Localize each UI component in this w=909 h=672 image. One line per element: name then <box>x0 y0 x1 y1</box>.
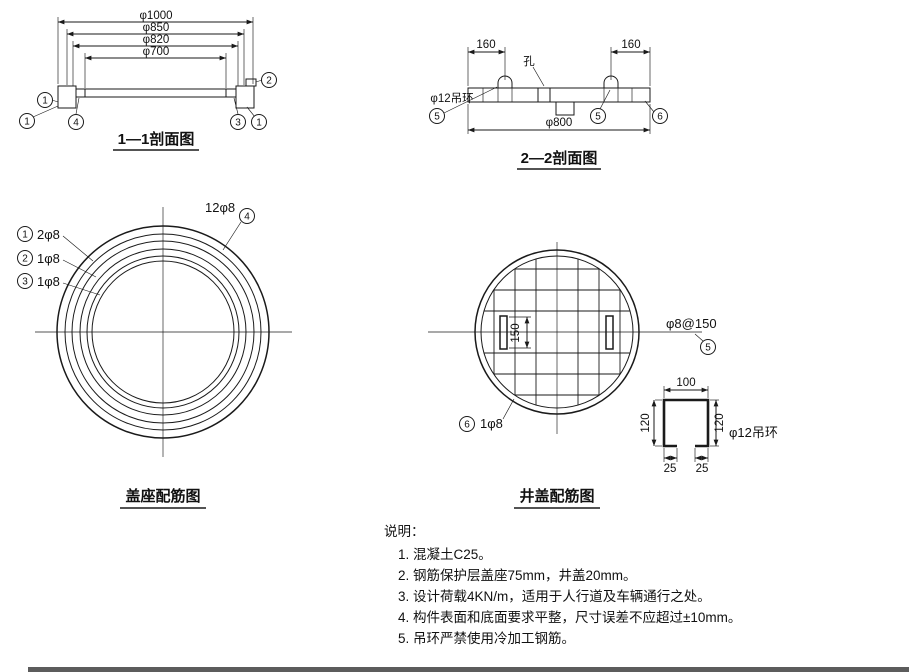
callout-rebar-4: 4 <box>239 208 255 224</box>
scan-edge-strip <box>28 667 909 672</box>
callout-rebar-3: 3 <box>230 114 246 130</box>
callout-rebar-5: 5 <box>700 339 716 355</box>
mesh-leader-line <box>694 333 704 342</box>
callout-number: 1 <box>22 230 28 241</box>
lifting-ring-label: φ12吊环 <box>430 92 473 105</box>
callout-rebar-5: 5 <box>429 108 445 124</box>
seat-plan-leader-lines <box>62 221 242 296</box>
callout-number: 6 <box>657 112 663 123</box>
dim-phi850: φ850 <box>143 22 170 34</box>
mesh-label: φ8@150 <box>666 316 717 331</box>
section-1-1-dimension-lines <box>57 17 254 88</box>
cover-inner-circle <box>480 255 634 409</box>
seat-plan-view: 1 2φ8 2 1φ8 3 1φ8 12φ8 4 盖座配筋图 <box>17 200 292 509</box>
seat-ring-3-label: 1φ8 <box>37 274 60 289</box>
cover-plan-view: 150 φ8@150 5 6 1φ8 井盖配筋图 <box>428 242 717 509</box>
seat-ring-1-label: 2φ8 <box>37 227 60 242</box>
callout-rebar-1: 1 <box>37 92 53 108</box>
dim-phi700: φ700 <box>143 46 170 58</box>
section-2-2-body-linework <box>467 75 651 116</box>
callout-rebar-2: 2 <box>17 250 33 266</box>
lifting-ring-plan-left <box>499 315 508 350</box>
note-item-3: 3. 设计荷载4KN/m，适用于人行道及车辆通行之处。 <box>398 588 711 604</box>
lifting-ring-detail-label: φ12吊环 <box>729 425 778 440</box>
notes-block: 说明： 1. 混凝土C25。 2. 钢筋保护层盖座75mm，井盖20mm。 3.… <box>384 524 741 646</box>
section-2-2-view: 160 160 φ800 孔 φ12吊环 5 <box>429 39 668 170</box>
dim-120-left: 120 <box>640 413 652 432</box>
cover-plan-title: 井盖配筋图 <box>519 487 594 505</box>
callout-number: 1 <box>256 118 262 129</box>
callout-rebar-4: 4 <box>68 114 84 130</box>
callout-rebar-3: 3 <box>17 273 33 289</box>
lifting-ring-shape <box>662 398 710 448</box>
section-2-2-dimension-lines <box>467 47 651 134</box>
dim-phi800: φ800 <box>546 117 573 129</box>
dim-phi1000: φ1000 <box>139 10 172 22</box>
cover-outer-circle <box>474 249 640 415</box>
dim-100: 100 <box>676 377 695 389</box>
callout-rebar-1: 1 <box>251 114 267 130</box>
callout-number: 6 <box>464 420 470 431</box>
note-item-1: 1. 混凝土C25。 <box>398 547 492 562</box>
section-1-1-title: 1—1剖面图 <box>118 130 195 148</box>
callout-rebar-1: 1 <box>19 113 35 129</box>
callout-rebar-6: 6 <box>459 416 475 432</box>
dim-160-right: 160 <box>621 39 640 51</box>
section-2-2-leader-lines <box>443 66 655 114</box>
section-1-1-body-linework <box>57 78 257 109</box>
edge-bar-leader-line <box>502 398 515 420</box>
dim-phi820: φ820 <box>143 34 170 46</box>
callout-number: 5 <box>595 112 601 123</box>
section-2-2-title: 2—2剖面图 <box>521 149 598 167</box>
edge-bar-label: 1φ8 <box>480 416 503 431</box>
lifting-ring-dimensions <box>651 386 719 462</box>
callout-number: 1 <box>42 96 48 107</box>
seat-ring-2-label: 1φ8 <box>37 251 60 266</box>
dim-25-right: 25 <box>696 463 709 475</box>
seat-plan-title: 盖座配筋图 <box>125 487 200 505</box>
callout-number: 4 <box>244 212 250 223</box>
callout-number: 3 <box>22 277 28 288</box>
callout-rebar-6: 6 <box>652 108 668 124</box>
callout-number: 5 <box>705 343 711 354</box>
dim-150: 150 <box>510 323 522 342</box>
callout-number: 2 <box>22 254 28 265</box>
section-1-1-view: φ1000 φ850 φ820 φ700 1 1 <box>19 10 277 151</box>
callout-rebar-2: 2 <box>261 72 277 88</box>
callout-number: 2 <box>266 76 272 87</box>
note-item-2: 2. 钢筋保护层盖座75mm，井盖20mm。 <box>398 567 637 583</box>
callout-number: 5 <box>434 112 440 123</box>
note-item-4: 4. 构件表面和底面要求平整，尺寸误差不应超过±10mm。 <box>398 609 741 625</box>
dim-25-left: 25 <box>664 463 677 475</box>
cover-rebar-mesh <box>484 259 630 405</box>
note-item-5: 5. 吊环严禁使用冷加工钢筋。 <box>398 630 575 646</box>
section-1-1-leader-lines <box>32 79 263 118</box>
seat-plan-rings-linework <box>56 225 270 439</box>
dim-120-right: 120 <box>714 413 726 432</box>
cover-plan-centerlines <box>428 242 702 434</box>
notes-heading: 说明： <box>384 524 425 539</box>
lifting-ring-detail: 100 120 120 25 25 φ12吊环 <box>640 377 778 475</box>
callout-number: 3 <box>235 118 241 129</box>
cover-150-dimension <box>509 316 531 349</box>
dim-160-left: 160 <box>476 39 495 51</box>
callout-rebar-1: 1 <box>17 226 33 242</box>
hole-label: 孔 <box>523 55 535 68</box>
callout-number: 4 <box>73 118 79 129</box>
seat-top-label: 12φ8 <box>205 200 235 215</box>
callout-rebar-5: 5 <box>590 108 606 124</box>
lifting-ring-plan-right <box>605 315 614 350</box>
callout-number: 1 <box>24 117 30 128</box>
